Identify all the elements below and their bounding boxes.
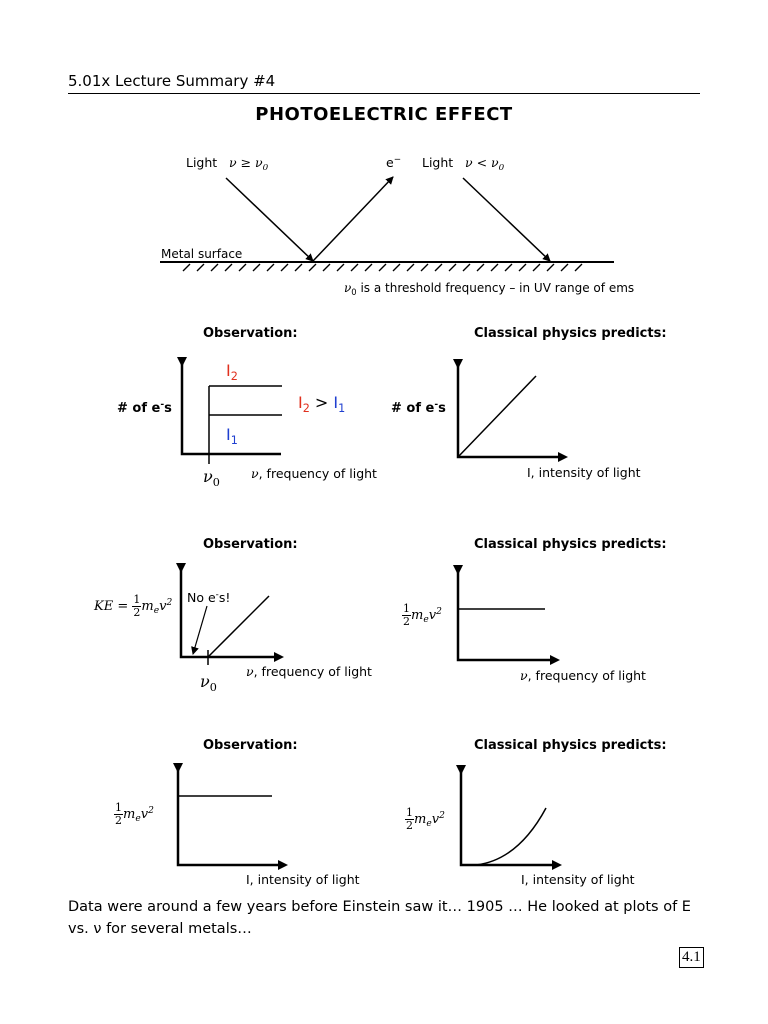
plot6-axes	[456, 765, 562, 870]
light-condition-right: ν < ν0	[465, 155, 505, 174]
plot4-xlabel: ν, frequency of light	[520, 668, 646, 683]
observation-heading-3: Observation:	[203, 738, 298, 753]
plot4-axes	[453, 565, 560, 665]
page-number-box: 4.1	[679, 947, 704, 968]
light-label-left: Light	[186, 155, 218, 170]
plot2-ylabel: # of e-s	[391, 400, 446, 416]
lecture-header: 5.01x Lecture Summary #4	[68, 72, 276, 90]
plot5-xlabel: I, intensity of light	[246, 872, 360, 887]
plot1-I1-label: I1	[226, 425, 238, 447]
plot3-callout-arrow	[191, 605, 208, 655]
plot3-nu0-label: ν0	[200, 672, 217, 694]
plot1-nu0-label: ν0	[203, 467, 220, 489]
header-rule	[68, 93, 700, 94]
surface-hatching	[182, 263, 583, 272]
plot3-xlabel: ν, frequency of light	[246, 664, 372, 679]
plot3-no-electrons-label: No e-s!	[187, 590, 231, 605]
page-title: PHOTOELECTRIC EFFECT	[255, 104, 513, 125]
observation-heading-1: Observation:	[203, 326, 298, 341]
plot1-I2-label: I2	[226, 361, 238, 383]
classical-heading-1: Classical physics predicts:	[474, 326, 667, 341]
plot6-rising-curve	[475, 807, 547, 866]
plot1-ylabel: # of e-s	[117, 400, 172, 416]
plot5-axes	[173, 763, 288, 870]
plot2-axes	[453, 359, 568, 462]
light-condition-left: ν ≥ ν0	[229, 155, 269, 174]
threshold-note: ν0 is a threshold frequency – in UV rang…	[344, 281, 635, 297]
low-frequency-light-ray	[462, 177, 551, 262]
incident-light-ray	[225, 177, 314, 262]
plot2-xlabel: I, intensity of light	[527, 465, 641, 480]
emitted-electron-ray	[312, 176, 394, 262]
classical-heading-3: Classical physics predicts:	[474, 738, 667, 753]
plot1-axes	[177, 357, 281, 456]
light-label-right: Light	[422, 155, 454, 170]
plot3-axes	[176, 563, 284, 662]
plot6-xlabel: I, intensity of light	[521, 872, 635, 887]
plot1-intensity-comparison: I2 > I1	[298, 393, 346, 415]
electron-label: e−	[386, 155, 402, 170]
observation-heading-2: Observation:	[203, 537, 298, 552]
metal-surface-label: Metal surface	[161, 247, 243, 261]
plot3-linear-line	[207, 595, 270, 658]
plot1-xlabel: ν, frequency of light	[251, 466, 377, 481]
plot2-linear-line	[457, 375, 537, 458]
classical-heading-2: Classical physics predicts:	[474, 537, 667, 552]
footer-note: Data were around a few years before Eins…	[68, 899, 691, 937]
